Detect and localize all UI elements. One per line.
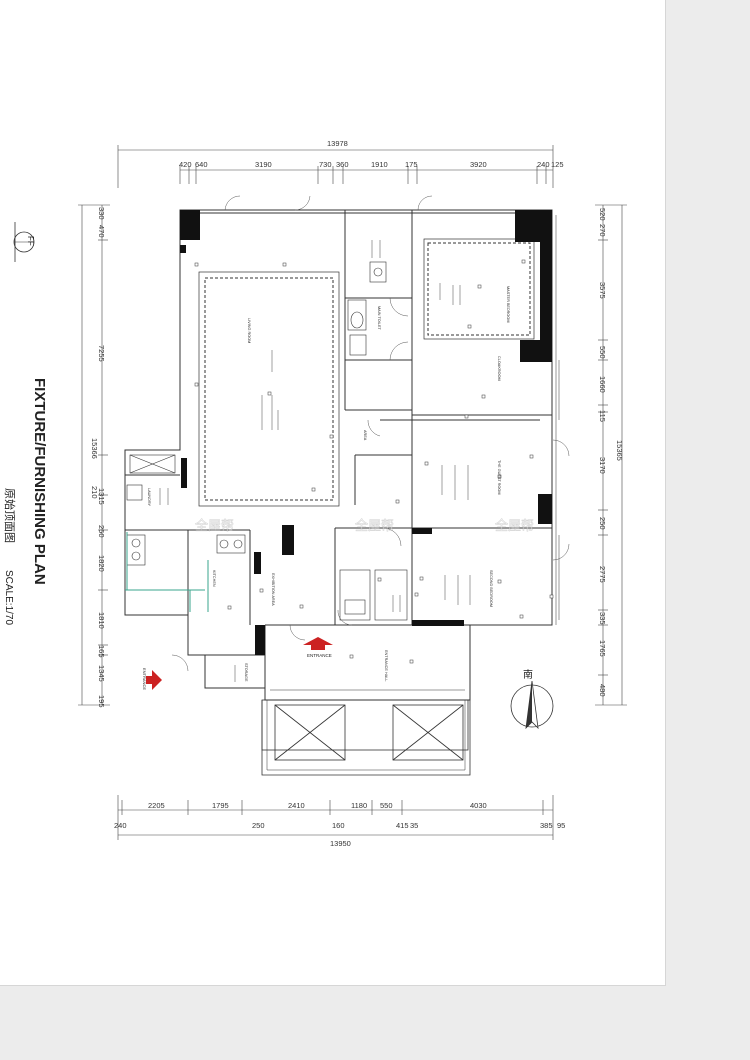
dim-bottom2-4: 35 [410,821,418,830]
label-area: AREA [363,430,367,441]
label-exhibition: EXHIBITION AREA [271,573,275,606]
door-swings [171,195,570,672]
dim-bottom-0: 2205 [148,801,165,810]
label-master: MASTER BEDROOM [506,286,510,323]
entrance-arrow-left [146,670,162,690]
plan-title-en: FIXTURE/FURNISHING PLAN [31,378,48,585]
label-living: LIVING ROOM [247,318,251,343]
label-storage: STORAGE [244,663,248,682]
dim-bottom-total: 13950 [330,839,351,848]
dim-right-3: 550 [598,346,607,359]
dim-top-5: 1910 [371,160,388,169]
dim-top-total: 13978 [327,139,348,148]
dim-left-9: 1345 [97,665,106,682]
dim-right-total: 15365 [615,440,624,461]
dim-top-6: 175 [405,160,418,169]
walls [124,209,560,701]
left-dimensions [78,204,110,706]
dim-bottom2-0: 240 [114,821,127,830]
label-toilet: MAIN TOILET [377,306,381,330]
dim-right-9: 335 [598,612,607,625]
dim-bottom-5: 4030 [470,801,487,810]
entrance-label-top: ENTRANCE [307,653,332,658]
dim-top-0: 420 [179,160,192,169]
plan-title-cn: 原始顶面图 [3,488,17,543]
dim-left-total: 15366 [90,438,99,459]
kitchen-counter [125,532,209,612]
dim-left-6: 1820 [97,555,106,572]
north-arrow-icon [510,680,554,730]
dim-right-5: 115 [598,410,607,422]
dim-left-5: 250 [97,525,106,538]
dim-right-7: 250 [598,517,607,530]
dim-left-8: 165 [97,645,106,658]
dim-top-1: 640 [195,160,208,169]
svg-text:全屋帮: 全屋帮 [495,518,534,533]
dim-right-1: 270 [598,224,607,237]
dim-right-11: 480 [598,684,607,697]
dim-bottom-2: 2410 [288,801,305,810]
watermark: 全屋帮 全屋帮 全屋帮 [195,518,535,534]
title-block: FF FIXTURE/FURNISHING PLAN 原始顶面图 SCALE:1… [3,222,48,625]
dim-bottom-1: 1795 [212,801,229,810]
svg-text:全屋帮: 全屋帮 [355,518,394,533]
dim-bottom2-3: 415 [396,821,409,830]
dim-left-0: 330 [97,207,106,220]
dim-left-1: 470 [97,225,106,238]
label-second: SECOND BEDROOM [489,570,493,607]
label-cloakroom: CLOAKROOM [497,356,501,381]
dim-top-2: 3190 [255,160,272,169]
plan-code: FF [26,236,35,246]
columns [180,210,552,655]
dim-right-10: 1765 [598,640,607,657]
entrance-label-left: ENTRANCE [142,668,147,690]
right-dimensions [595,204,627,706]
dim-bottom-3: 1180 [351,801,367,810]
dim-left-3: 210 [90,486,99,499]
annotations [159,240,471,682]
dim-left-10: 195 [97,695,106,708]
dim-left-4: 1315 [97,488,106,505]
north-label: 南 [523,668,533,681]
dim-right-0: 520 [598,208,607,221]
dim-left-7: 1810 [97,612,106,629]
dim-bottom-4: 550 [380,801,393,810]
drawing-sheet: FF FIXTURE/FURNISHING PLAN 原始顶面图 SCALE:1… [0,0,666,986]
label-hall: ENTRANCE HALL [384,650,388,681]
bottom-dimensions [117,795,554,840]
entrance-arrow-top [303,637,333,650]
dim-right-4: 1660 [598,376,607,393]
label-laundry: LAUNDRY [147,488,151,507]
dim-top-4: 360 [336,160,349,169]
dim-left-2: 7255 [97,345,106,362]
plan-scale: SCALE:1/70 [3,570,14,625]
dim-right-8: 2775 [598,566,607,583]
label-kitchen: KITCHEN [212,570,216,587]
dim-bottom2-6: 95 [557,821,565,830]
top-dimensions [117,145,554,188]
dim-top-8: 240 [537,160,550,169]
light-fixtures [194,259,554,664]
floor-plan: FF FIXTURE/FURNISHING PLAN 原始顶面图 SCALE:1… [3,139,627,848]
dim-right-6: 3170 [598,457,607,474]
dim-top-9: 125 [551,160,564,169]
dim-bottom2-5: 385 [540,821,553,830]
dim-top-3: 730 [319,160,332,169]
svg-text:全屋帮: 全屋帮 [195,518,234,533]
dim-top-7: 3920 [470,160,487,169]
dim-right-2: 3575 [598,282,607,299]
label-guest: THE GUEST ROOM [497,460,501,495]
dim-bottom2-1: 250 [252,821,265,830]
balconies [261,699,471,776]
dim-bottom2-2: 160 [332,821,345,830]
fixtures [126,261,408,621]
